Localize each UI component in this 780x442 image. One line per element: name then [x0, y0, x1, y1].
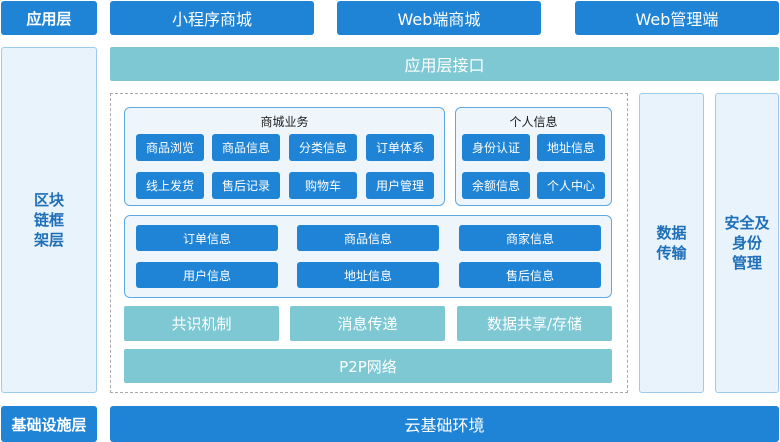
mall-item: 订单体系: [366, 134, 434, 161]
blockchain-framework-container: [110, 93, 628, 393]
security-line: 管理: [731, 254, 762, 273]
mall-item: 商品浏览: [136, 134, 204, 161]
app-interface-bar: 应用层接口: [110, 47, 779, 81]
data-transfer-column: 数据 传输: [639, 93, 704, 393]
personal-info-title: 个人信息: [509, 115, 558, 129]
data-transfer-line: 传输: [656, 244, 687, 262]
app-web-mall: Web端商城: [337, 1, 541, 35]
data-item: 订单信息: [136, 225, 278, 251]
security-identity-column: 安全及 身份 管理: [715, 93, 779, 393]
security-line: 身份: [731, 233, 762, 252]
security-line: 安全及: [724, 213, 770, 232]
personal-item: 余额信息: [462, 172, 530, 199]
data-sharing-storage: 数据共享/存储: [457, 306, 612, 341]
app-web-admin: Web管理端: [575, 1, 779, 35]
app-mini-program-mall: 小程序商城: [110, 1, 314, 35]
cloud-infrastructure: 云基础环境: [110, 406, 779, 442]
message-passing: 消息传递: [290, 306, 445, 341]
mall-item: 用户管理: [366, 172, 434, 199]
personal-item: 个人中心: [537, 172, 605, 199]
layer-label-blockchain-text: 区块链框架层: [33, 190, 64, 250]
data-transfer-line: 数据: [656, 223, 687, 242]
data-item: 地址信息: [297, 262, 439, 288]
data-item: 商品信息: [297, 225, 439, 251]
p2p-network: P2P网络: [124, 349, 612, 383]
data-item: 售后信息: [459, 262, 601, 288]
mall-item: 购物车: [289, 172, 357, 199]
data-item: 用户信息: [136, 262, 278, 288]
mall-business-title: 商城业务: [260, 115, 309, 129]
layer-label-blockchain: 区块链框架层: [1, 47, 97, 393]
data-item: 商家信息: [459, 225, 601, 251]
mall-item: 线上发货: [136, 172, 204, 199]
mall-item: 分类信息: [289, 134, 357, 161]
mall-item: 商品信息: [212, 134, 280, 161]
personal-item: 地址信息: [537, 134, 605, 161]
layer-label-infra: 基础设施层: [1, 406, 97, 442]
personal-item: 身份认证: [462, 134, 530, 161]
layer-label-app: 应用层: [1, 1, 97, 35]
consensus-mechanism: 共识机制: [124, 306, 279, 341]
mall-item: 售后记录: [212, 172, 280, 199]
